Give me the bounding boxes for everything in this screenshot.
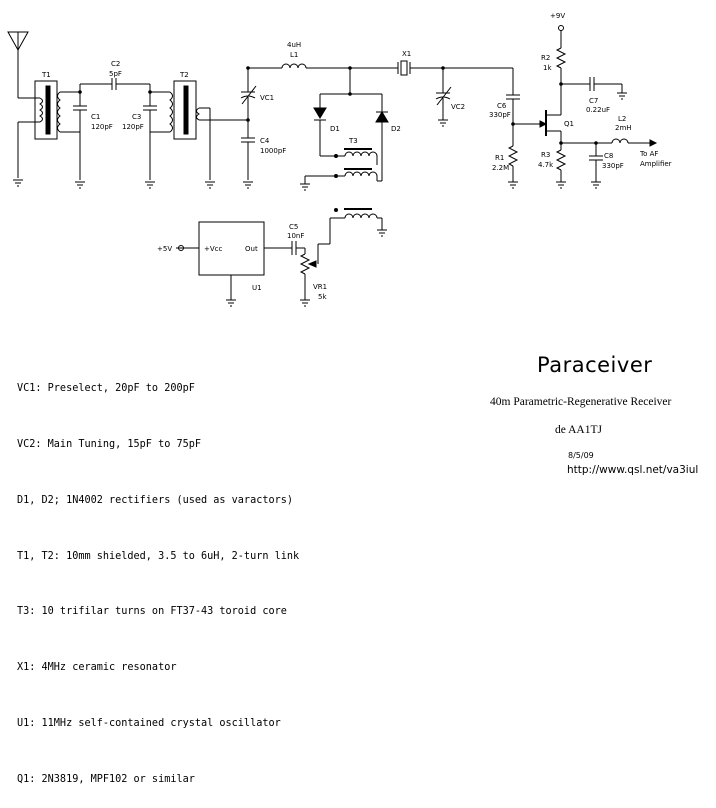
capacitor-C2 — [111, 78, 117, 90]
label-R2: R2 — [541, 54, 550, 62]
oscillator-U1 — [176, 221, 265, 300]
label-R2-value: 1k — [543, 64, 552, 72]
label-C1-value: 120pF — [91, 123, 113, 131]
label-X1: X1 — [402, 50, 411, 58]
diode-D1 — [313, 94, 327, 156]
diagram-subtitle: 40m Parametric-Regenerative Receiver — [490, 396, 672, 408]
note-line: U1: 11MHz self-contained crystal oscilla… — [17, 717, 281, 729]
capacitor-C6 — [506, 68, 520, 124]
capacitor-C3 — [143, 84, 157, 180]
transformer-T2 — [168, 80, 248, 180]
label-C5: C5 — [289, 223, 298, 231]
resistor-R1 — [507, 124, 519, 182]
label-T2: T2 — [179, 71, 189, 79]
note-line: VC1: Preselect, 20pF to 200pF — [17, 383, 195, 395]
label-D2: D2 — [391, 125, 401, 133]
resonator-X1 — [397, 60, 411, 76]
component-labels: T1 C1 120pF C2 5pF C3 120pF T2 VC1 C4 10… — [41, 12, 672, 301]
label-T1: T1 — [41, 71, 51, 79]
capacitor-C4 — [241, 137, 255, 180]
schematic-diagram: T1 C1 120pF C2 5pF C3 120pF T2 VC1 C4 10… — [7, 12, 672, 307]
label-C8-value: 330pF — [602, 162, 624, 170]
label-VR1-value: 5k — [318, 293, 327, 301]
label-Q1: Q1 — [564, 120, 574, 128]
label-C6: C6 — [497, 102, 507, 110]
resistor-R3 — [555, 131, 567, 182]
wiring — [7, 25, 658, 307]
inductor-L2 — [611, 138, 658, 147]
capacitor-C7 — [589, 77, 623, 93]
potentiometer-VR1 — [299, 248, 319, 300]
label-L2: L2 — [618, 115, 626, 123]
diagram-author: de AA1TJ — [555, 424, 602, 436]
label-VR1: VR1 — [313, 283, 327, 291]
label-R1-value: 2.2M — [492, 164, 509, 172]
ground-symbols — [13, 92, 627, 307]
label-C4-value: 1000pF — [260, 147, 286, 155]
label-C1: C1 — [91, 113, 100, 121]
diode-D2 — [375, 94, 389, 181]
label-C6-value: 330pF — [489, 111, 511, 119]
T1-core — [45, 85, 51, 135]
label-C2-value: 5pF — [109, 70, 122, 78]
source-url: http://www.qsl.net/va3iul — [567, 464, 699, 476]
label-output-1: To AF — [639, 150, 658, 158]
diagram-date: 8/5/09 — [568, 451, 594, 460]
label-C5-value: 10nF — [287, 232, 304, 240]
transformer-T1 — [17, 80, 80, 178]
label-VC2: VC2 — [451, 103, 465, 111]
label-C3-value: 120pF — [122, 123, 144, 131]
component-notes: VC1: Preselect, 20pF to 200pF VC2: Main … — [17, 343, 299, 808]
variable-capacitor-VC2 — [435, 68, 452, 120]
label-L1: L1 — [290, 51, 298, 59]
label-U1-vcc: +Vcc — [204, 245, 223, 253]
diagram-title: Paraceiver — [537, 353, 653, 377]
toroid-T3 — [344, 148, 378, 219]
label-C8: C8 — [604, 152, 613, 160]
T2-core — [183, 85, 189, 135]
label-C7-value: 0.22uF — [586, 106, 610, 114]
label-R1: R1 — [495, 154, 504, 162]
label-C3: C3 — [132, 113, 141, 121]
label-R3-value: 4.7k — [538, 161, 554, 169]
note-line: T3: 10 trifilar turns on FT37-43 toroid … — [17, 606, 287, 618]
label-L1-value: 4uH — [287, 41, 301, 49]
capacitor-C8 — [589, 143, 603, 182]
resistor-R2 — [555, 25, 567, 115]
note-line: T1, T2: 10mm shielded, 3.5 to 6uH, 2-tur… — [17, 550, 300, 562]
inductor-L1 — [281, 63, 307, 69]
note-line: VC2: Main Tuning, 15pF to 75pF — [17, 438, 202, 450]
schematic-canvas: T1 C1 120pF C2 5pF C3 120pF T2 VC1 C4 10… — [7, 12, 672, 307]
label-supply-9v: +9V — [550, 12, 565, 20]
note-line: Q1: 2N3819, MPF102 or similar — [17, 773, 195, 785]
label-C4: C4 — [260, 137, 270, 145]
label-C2: C2 — [111, 60, 120, 68]
label-U1: U1 — [252, 284, 262, 292]
label-VC1: VC1 — [260, 94, 274, 102]
label-T3: T3 — [348, 137, 358, 145]
label-C7: C7 — [589, 97, 598, 105]
antenna-symbol — [7, 31, 29, 98]
label-output-2: Amplifier — [640, 160, 672, 168]
label-U1-out: Out — [245, 245, 258, 253]
capacitor-C1 — [73, 84, 87, 180]
junction-dots — [78, 66, 598, 212]
variable-capacitor-VC1 — [240, 68, 257, 138]
label-D1: D1 — [330, 125, 340, 133]
capacitor-C5 — [291, 241, 305, 255]
label-R3: R3 — [541, 151, 550, 159]
label-L2-value: 2mH — [615, 124, 632, 132]
note-line: X1: 4MHz ceramic resonator — [17, 662, 177, 674]
note-line: D1, D2; 1N4002 rectifiers (used as varac… — [17, 494, 294, 506]
transistor-Q1 — [539, 110, 561, 136]
label-supply-5v: +5V — [157, 245, 172, 253]
